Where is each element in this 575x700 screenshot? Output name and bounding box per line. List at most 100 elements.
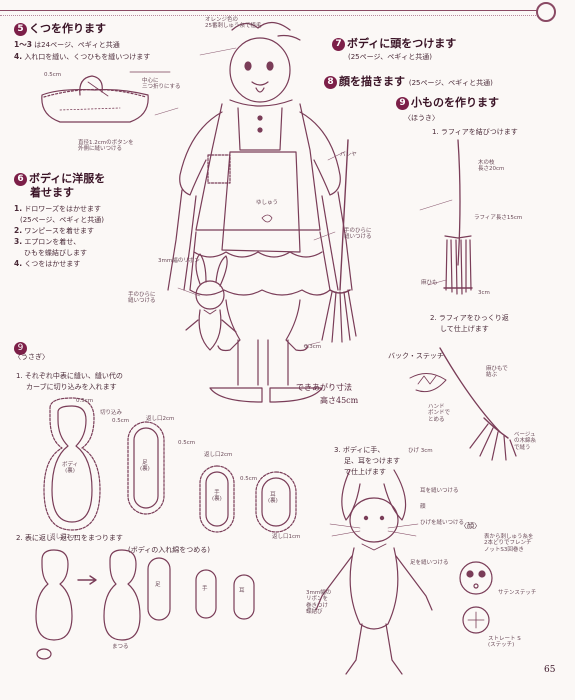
doll-size-label: できあがり寸法 xyxy=(296,383,352,392)
section-7-note: (25ページ、ペギィと共通) xyxy=(348,53,433,61)
section-9-badge: 9 xyxy=(396,97,409,110)
doll-note-margin: 0.3cm xyxy=(304,344,322,350)
leader-lines xyxy=(154,47,453,347)
rabbit-step-2a: 2. 表に返し、返し口をまつります xyxy=(16,534,123,542)
rabbit-note-cut: 切り込み xyxy=(100,410,123,416)
doll-note-hair: オレンジ色の 25番刺しゅう糸で植毛 xyxy=(205,17,262,30)
broom-note-hemp-tie: 麻ひもで 結ぶ xyxy=(486,366,508,379)
broom-illustration-1 xyxy=(443,139,473,295)
broom-step-2b: して仕上げます xyxy=(440,325,489,333)
rabbit-piece-body: ボディ (裏) xyxy=(62,462,79,475)
broom-step-2a: 2. ラフィアをひっくり返 xyxy=(430,314,509,322)
broom-note-raffia: ラフィア長さ15cm xyxy=(474,215,523,221)
face-detail-title: 〈顔〉 xyxy=(460,522,481,530)
rabbit-note-opening-4: 返し口1cm xyxy=(272,534,301,540)
rabbit-note-margin-ear: 0.5cm xyxy=(240,476,258,482)
rabbit-piece-leg: 足 (裏) xyxy=(140,460,150,473)
doll-illustration xyxy=(167,21,357,403)
section-6-step-3: 3. エプロンを着せ、 xyxy=(14,237,81,246)
doll-note-hand-right: 手のひらに 縫いつける xyxy=(344,228,372,241)
rabbit-note-margin-a: 0.5cm xyxy=(76,398,94,404)
rabbit3-note-face: 顔 xyxy=(420,504,426,510)
rabbit3-note-sew: ひげを縫いつける xyxy=(420,520,465,526)
section-7-title: ボディに頭をつけます xyxy=(347,37,457,50)
shoe-note-button: 直径1.2cmのボタンを 外側に縫いつける xyxy=(78,140,134,153)
rabbit3-note-whisker: ひげ 3cm xyxy=(408,448,433,454)
shoe-note-margin: 0.5cm xyxy=(44,72,62,78)
face-detail-note-2: サテンステッチ xyxy=(498,590,537,596)
rabbit-step-2b: (ボディの入れ綿をつめる) xyxy=(128,546,210,554)
doll-note-ribbon: 3mm幅のリボン xyxy=(158,258,200,264)
rabbit-note-opening-3: 返し口2cm xyxy=(50,534,79,540)
doll-size-value: 高さ45cm xyxy=(320,396,359,405)
rabbit-step-1a: 1. それぞれ中表に縫い、縫い代の xyxy=(16,372,123,380)
section-8-title: 顔を描きます xyxy=(339,75,405,88)
section-6-step-2: 2. ワンピースを着せます xyxy=(14,226,94,235)
rabbit-small-ear: 耳 xyxy=(239,588,245,594)
page-number: 65 xyxy=(544,665,556,675)
corner-circle-ornament xyxy=(536,2,556,22)
rabbit-small-leg: 足 xyxy=(155,582,161,588)
shoe-illustration xyxy=(41,71,171,123)
broom-note-3cm: 3cm xyxy=(478,290,490,296)
broom-note-thread: ベージュ の木綿糸 で縫う xyxy=(514,432,537,451)
rabbit-subtitle: 〈うさぎ〉 xyxy=(14,353,49,361)
broom-step-1: 1. ラフィアを結びつけます xyxy=(432,128,518,136)
top-rule xyxy=(0,10,555,11)
section-6-step-1: 1. ドロワーズをはかせます xyxy=(14,204,101,213)
section-6-title-line-1: ボディに洋服を xyxy=(29,172,106,185)
rabbit-step-3a: 3. ボディに手、 xyxy=(334,446,385,454)
face-detail-illustration xyxy=(459,561,493,634)
finished-rabbit-illustration xyxy=(315,469,433,675)
section-8-note: (25ページ、ペギィと共通) xyxy=(408,79,493,87)
rabbit-note-margin-c: 0.5cm xyxy=(178,440,196,446)
doll-note-fill: パンヤ xyxy=(340,152,357,158)
section-6-badge: 6 xyxy=(14,173,27,186)
broom-illustration-2 xyxy=(409,347,517,461)
section-7-badge: 7 xyxy=(332,38,345,51)
section-5-step-4: 4. 入れ口を縫い、くつひもを縫いつけます xyxy=(14,52,151,61)
rabbit3-note-ear: 耳を縫いつける xyxy=(420,488,459,494)
broom-note-hemp: 麻ひも xyxy=(421,280,438,286)
rabbit-section-badge: 9 xyxy=(14,336,27,355)
rabbit-step-3c: て仕上げます xyxy=(344,468,386,476)
rabbit-note-opening-1: 返し口2cm xyxy=(146,416,175,422)
rabbit-note-margin-b: 0.5cm xyxy=(112,418,130,424)
section-5-badge: 5 xyxy=(14,23,27,36)
section-5-title: くつを作ります xyxy=(29,22,106,35)
section-6-step-4: 4. くつをはかせます xyxy=(14,259,81,268)
doll-note-hand-left: 手のひらに 縫いつける xyxy=(128,292,156,305)
rabbit-pattern-pieces-1 xyxy=(43,397,297,533)
rabbit-note-opening-2: 返し口2cm xyxy=(204,452,233,458)
shoe-note-fold: 中心に 三つ折りにする xyxy=(142,78,181,91)
rabbit-step-3b: 足、耳をつけます xyxy=(344,457,400,465)
rabbit-note-fold: まつる xyxy=(112,644,129,650)
face-detail-note-1: 表から刺しゅう糸を 2本どりでフレンチ ノットS3回巻き xyxy=(484,534,534,553)
section-8-badge: 8 xyxy=(324,76,337,89)
section-6-title-line-2: 着せます xyxy=(30,186,74,199)
rabbit-small-hand: 手 xyxy=(202,586,208,592)
broom-subtitle: 〈ほうき〉 xyxy=(404,114,439,122)
rabbit-pattern-pieces-2 xyxy=(35,549,255,660)
rabbit3-note-ribbon: 3mm幅の リボンを 巻きつけ 蝶結び xyxy=(306,590,332,615)
section-6-step-3-cont: ひもを蝶結びします xyxy=(24,249,87,257)
section-6-step-1-note: (25ページ、ペギィと共通) xyxy=(20,216,105,224)
section-9-title: 小ものを作ります xyxy=(411,96,499,109)
broom-note-stick: 木の枝 長さ20cm xyxy=(478,160,505,173)
rabbit-step-1b: カーブに切り込みを入れます xyxy=(26,383,117,391)
doll-note-embroidery: ゆしゅう xyxy=(256,200,279,206)
rabbit-piece-ear: 耳 (裏) xyxy=(268,492,278,505)
section-5-step-1: 1～3 は24ページ、ペギィと共通 xyxy=(14,40,120,49)
broom-note-backstitch: バック・ステッチ xyxy=(388,352,444,360)
top-dotted-rule xyxy=(0,15,540,16)
face-detail-note-3: ストレート S (ステッチ) xyxy=(488,636,521,649)
rabbit3-note-leg: 足を縫いつける xyxy=(410,560,449,566)
broom-note-bond: ハンド ボンドで とめる xyxy=(428,404,451,423)
